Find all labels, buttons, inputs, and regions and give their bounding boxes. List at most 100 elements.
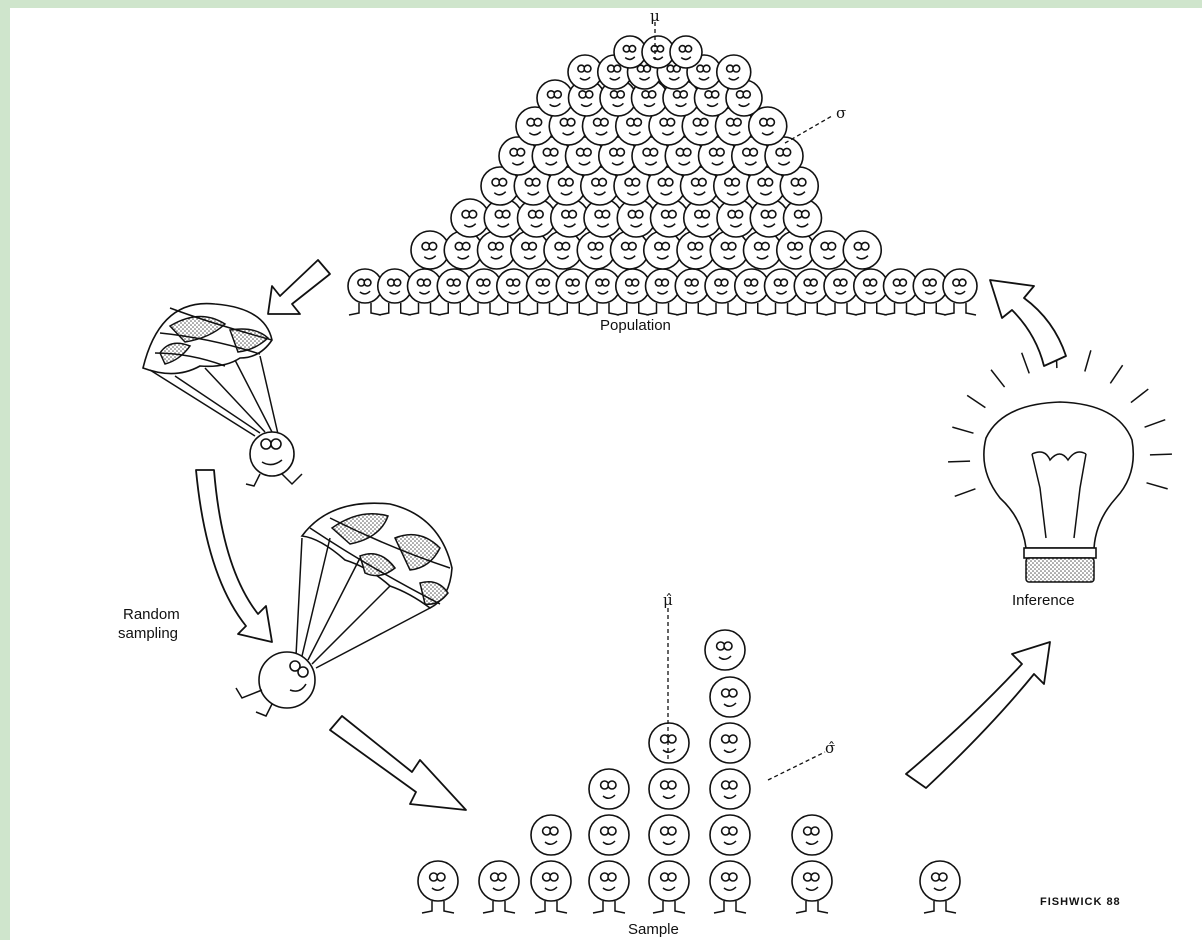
mouth <box>643 102 656 108</box>
cartoon-head <box>919 860 961 902</box>
light-ray <box>1084 350 1092 372</box>
cartoon-head <box>347 268 383 304</box>
cartoon-head <box>747 106 788 146</box>
eye <box>938 872 948 882</box>
feet <box>482 901 516 914</box>
eye <box>682 147 692 157</box>
eye <box>613 64 622 73</box>
arrow-to-sample <box>329 715 467 811</box>
eye <box>601 209 611 219</box>
eye <box>869 278 878 287</box>
mouth <box>662 748 676 753</box>
cartoon-head <box>495 268 532 304</box>
mouth <box>628 131 641 136</box>
eye <box>700 209 711 219</box>
mouth <box>706 102 719 108</box>
cartoon-head <box>525 268 562 304</box>
mouth <box>723 702 737 707</box>
eye <box>728 872 738 882</box>
cartoon-head <box>642 230 683 270</box>
cartoon-head <box>417 860 459 902</box>
eye <box>748 147 759 157</box>
eye <box>898 278 908 287</box>
mouth <box>523 255 536 260</box>
eye <box>694 241 704 251</box>
mouth <box>763 223 776 228</box>
mouth <box>924 290 936 295</box>
feet <box>676 303 709 316</box>
arrow-sampling-down <box>195 469 273 643</box>
cartoon-head <box>882 268 919 304</box>
inference-label: Inference <box>1012 592 1075 609</box>
cartoon-head <box>648 860 690 902</box>
eye <box>730 177 741 187</box>
mouth <box>686 290 698 295</box>
eye <box>728 826 738 836</box>
mouth <box>680 56 692 61</box>
mouth <box>448 290 460 295</box>
mouth <box>805 840 819 845</box>
cartoon-head <box>676 230 716 270</box>
mouth <box>729 223 743 228</box>
mouth <box>490 255 503 260</box>
mouth <box>544 840 558 845</box>
parachute-top <box>142 302 303 487</box>
eye <box>728 780 738 790</box>
eye <box>664 177 674 187</box>
mouth <box>579 76 591 81</box>
cartoon-head <box>709 860 751 902</box>
eye <box>627 241 637 251</box>
eye <box>533 117 543 127</box>
mouth <box>544 886 558 891</box>
feet <box>824 303 858 316</box>
mouth <box>789 255 802 260</box>
feet <box>467 303 501 316</box>
mouth <box>556 255 570 260</box>
eye <box>561 241 571 251</box>
cartoon-head <box>791 814 833 856</box>
mouth <box>856 255 869 260</box>
feet <box>854 303 887 316</box>
mouth <box>624 56 636 61</box>
light-ray <box>948 460 971 463</box>
mouth <box>602 794 616 799</box>
mouth <box>738 102 750 108</box>
eye <box>584 90 594 99</box>
mouth <box>805 886 819 891</box>
mouth <box>563 223 576 228</box>
eye <box>527 241 538 251</box>
eye <box>734 209 744 219</box>
parachute-bottom <box>235 502 453 717</box>
mouth <box>675 102 687 108</box>
cartoon-head <box>775 230 816 270</box>
mouth <box>723 794 737 799</box>
feet <box>914 303 947 316</box>
cartoon-head <box>648 768 690 810</box>
cartoon-head <box>476 230 517 270</box>
mouth <box>835 290 847 295</box>
cartoon-head <box>406 268 443 304</box>
mouth <box>644 161 658 166</box>
cartoon-head <box>823 268 859 304</box>
cartoon-head <box>763 268 800 304</box>
eye <box>958 278 967 287</box>
eye <box>667 872 677 882</box>
eye <box>723 641 733 651</box>
mouth <box>389 290 401 295</box>
cartoon-head <box>648 814 690 856</box>
eye <box>498 177 508 187</box>
mouth <box>756 255 769 260</box>
feet <box>652 901 686 914</box>
mouth <box>590 255 603 260</box>
eye <box>742 90 752 99</box>
mouth <box>693 191 706 196</box>
feet <box>735 303 768 316</box>
eye <box>534 209 544 219</box>
mouth <box>511 161 525 166</box>
feet <box>421 901 455 914</box>
eye <box>601 278 610 287</box>
cartoon-head <box>709 676 751 718</box>
mouth <box>718 655 732 660</box>
mouth <box>793 191 806 196</box>
cartoon-head <box>450 198 490 238</box>
